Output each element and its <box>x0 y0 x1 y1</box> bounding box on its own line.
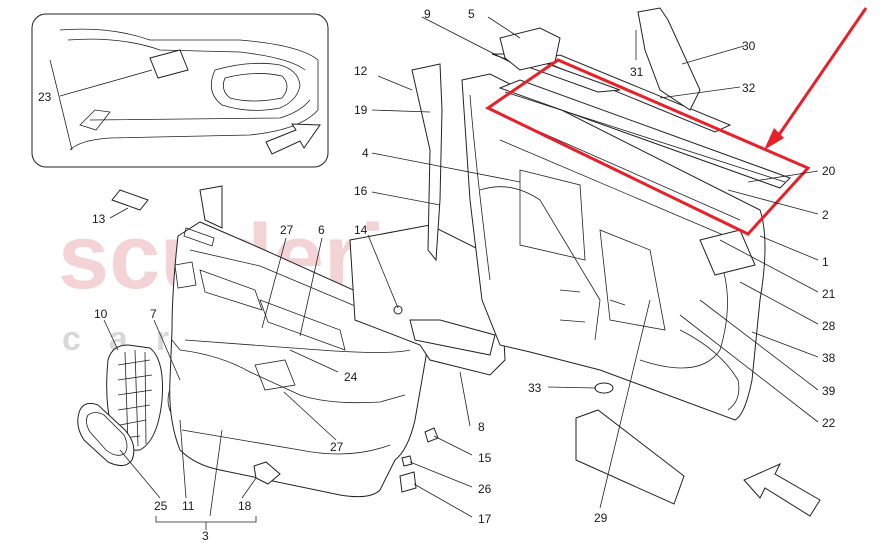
callout-15: 15 <box>478 451 492 465</box>
callout-21: 21 <box>822 287 836 301</box>
callout-33: 33 <box>528 381 542 395</box>
part-19-strip <box>411 63 443 262</box>
callout-25: 25 <box>154 499 168 513</box>
highlight-box <box>485 58 811 236</box>
callout-39: 39 <box>822 384 836 398</box>
highlight-arrow <box>772 7 868 143</box>
callout-28: 28 <box>822 319 836 333</box>
part-28-component <box>699 229 756 276</box>
callout-1: 1 <box>822 255 829 269</box>
callout-labels: 1 2 3 4 5 6 7 8 9 10 11 12 13 14 15 16 1… <box>38 7 836 543</box>
callout-23: 23 <box>38 90 52 104</box>
callout-19: 19 <box>354 103 368 117</box>
part-17-block <box>399 471 417 493</box>
leader-lines <box>59 16 819 518</box>
direction-arrow-main <box>743 462 821 517</box>
part-13-bracket <box>111 189 149 211</box>
door-trim-panel <box>169 221 430 498</box>
callout-26: 26 <box>478 482 492 496</box>
callout-4: 4 <box>362 146 369 160</box>
callout-10: 10 <box>94 307 108 321</box>
callout-9: 9 <box>424 7 431 21</box>
part-29-panel <box>575 409 685 505</box>
callout-20: 20 <box>822 164 836 178</box>
part-18-clip <box>253 461 281 485</box>
callout-3: 3 <box>202 529 209 543</box>
callout-22: 22 <box>822 416 836 430</box>
callout-6: 6 <box>318 223 325 237</box>
part-26-clip <box>401 455 413 467</box>
callout-18: 18 <box>238 499 252 513</box>
callout-11: 11 <box>182 499 195 513</box>
part-6-handle-trim <box>199 185 223 229</box>
detail-inset <box>31 13 329 168</box>
callout-32: 32 <box>742 81 756 95</box>
callout-16: 16 <box>354 184 368 198</box>
part-15-clip <box>424 427 439 443</box>
callout-31: 31 <box>630 65 644 79</box>
direction-arrow-inset <box>265 123 321 155</box>
part-30-bracket <box>637 7 701 111</box>
part-33-grommet <box>594 382 614 394</box>
callout-7: 7 <box>150 307 157 321</box>
callout-2: 2 <box>822 208 829 222</box>
callout-14: 14 <box>354 223 368 237</box>
callout-24: 24 <box>344 370 358 384</box>
callout-5: 5 <box>468 7 475 21</box>
part-14-fastener <box>393 305 403 315</box>
callout-38: 38 <box>822 351 836 365</box>
callout-8: 8 <box>478 420 485 434</box>
callout-29: 29 <box>594 511 608 525</box>
callout-27-upper: 27 <box>280 223 294 237</box>
callout-13: 13 <box>92 212 106 226</box>
callout-12: 12 <box>354 64 368 78</box>
part-25-speaker <box>77 402 135 466</box>
callout-27-lower: 27 <box>330 440 344 454</box>
callout-30: 30 <box>742 39 756 53</box>
callout-17: 17 <box>478 512 492 526</box>
part-8-foam <box>409 319 496 356</box>
